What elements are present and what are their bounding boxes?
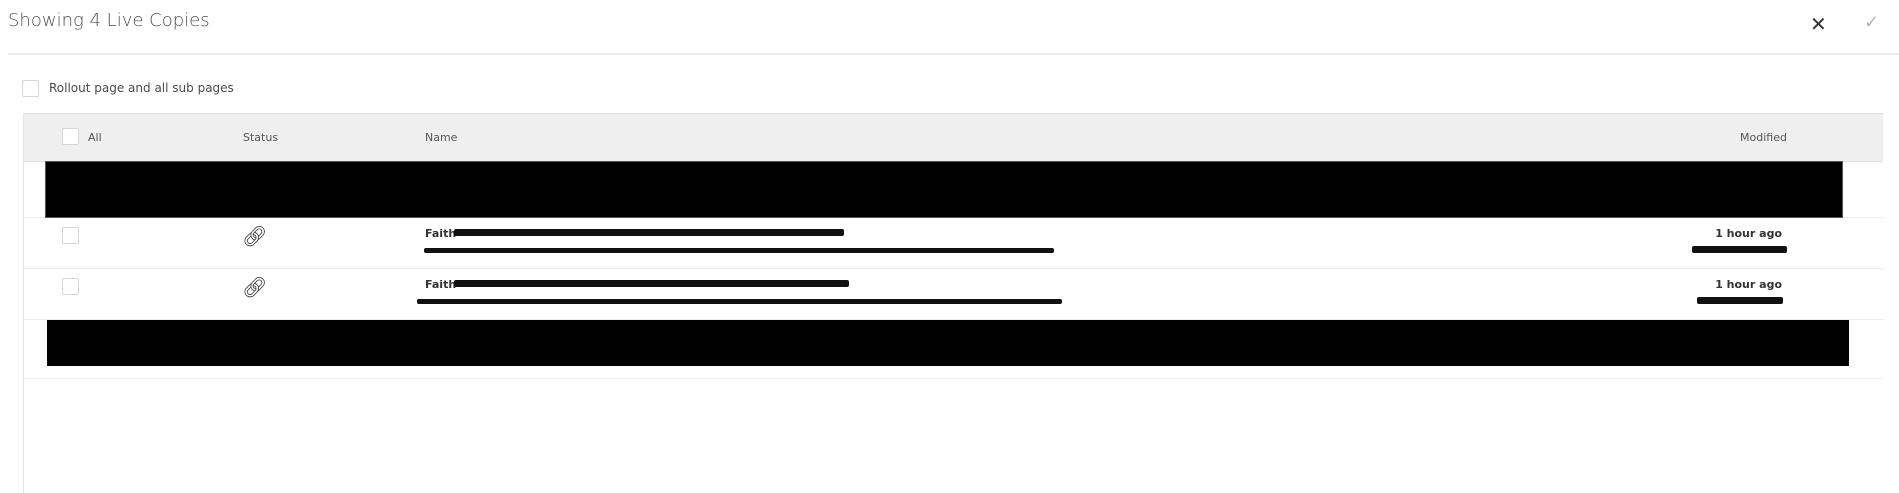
table-row[interactable]: 🔗︎ Faith 1 hour ago xyxy=(24,218,1884,269)
redacted-bar xyxy=(454,280,849,287)
rollout-checkbox[interactable] xyxy=(22,80,39,97)
redacted-block xyxy=(45,161,1843,218)
link-icon: 🔗︎ xyxy=(242,224,268,248)
header-all: All xyxy=(88,131,102,144)
row-name[interactable]: Faith xyxy=(425,278,457,291)
table-row[interactable] xyxy=(24,161,1884,218)
row-checkbox[interactable] xyxy=(62,227,79,244)
redacted-bar xyxy=(1692,246,1787,253)
redacted-bar xyxy=(417,299,1062,304)
table-row[interactable]: 🔗︎ Faith 1 hour ago xyxy=(24,269,1884,320)
redacted-bar xyxy=(454,229,844,236)
checkmark-icon[interactable]: ✓ xyxy=(1864,12,1880,33)
row-name[interactable]: Faith xyxy=(425,227,457,240)
live-copies-table: All Status Name Modified 🔗︎ Faith 1 hour… xyxy=(23,113,1884,493)
table-header: All Status Name Modified xyxy=(24,113,1883,162)
row-checkbox[interactable] xyxy=(62,278,79,295)
redacted-bar xyxy=(1697,297,1783,304)
header-modified[interactable]: Modified xyxy=(1740,131,1787,144)
row-modified: 1 hour ago xyxy=(1715,278,1782,291)
table-row[interactable] xyxy=(24,320,1884,379)
dialog-title: Showing 4 Live Copies xyxy=(8,10,210,31)
select-all-checkbox[interactable] xyxy=(62,128,79,145)
header-name[interactable]: Name xyxy=(425,131,458,144)
link-icon: 🔗︎ xyxy=(242,275,268,299)
redacted-block xyxy=(47,320,1849,366)
row-modified: 1 hour ago xyxy=(1715,227,1782,240)
redacted-bar xyxy=(424,248,1054,253)
header-divider xyxy=(8,53,1899,55)
header-status[interactable]: Status xyxy=(243,131,279,144)
close-icon[interactable]: ✕ xyxy=(1810,12,1827,36)
rollout-label: Rollout page and all sub pages xyxy=(49,81,234,95)
